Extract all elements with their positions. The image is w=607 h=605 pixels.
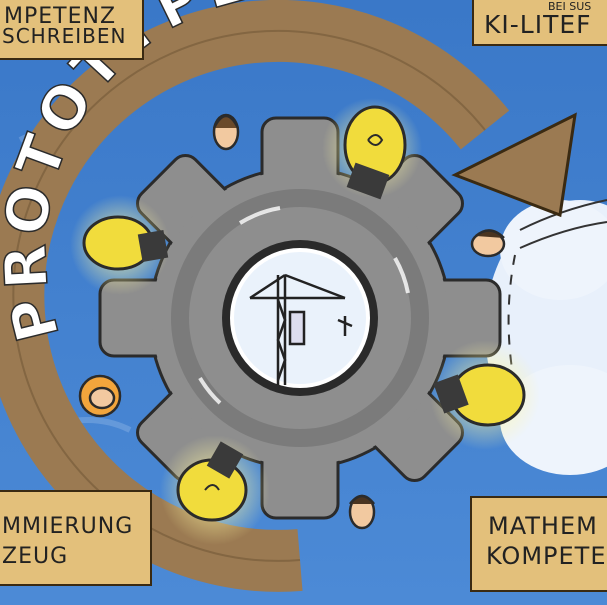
- person-face-icon-right: [470, 229, 506, 258]
- lightbulb-bottom: [160, 435, 270, 545]
- label-line: MPETENZ: [4, 4, 117, 29]
- label-box-top-left: MPETENZ SCHREIBEN: [0, 0, 144, 60]
- label-line: KOMPETE: [486, 542, 607, 570]
- label-box-top-right: BEI SUS KI-LITEF: [472, 0, 607, 46]
- label-line: KI-LITEF: [484, 10, 592, 39]
- lightbulb-left: [70, 195, 170, 295]
- label-line: ZEUG: [2, 544, 69, 569]
- label-line: MMIERUNG: [2, 514, 134, 539]
- label-small: BEI SUS: [548, 0, 592, 13]
- lightbulb-top: [322, 98, 422, 200]
- person-face-icon-bottom: [348, 494, 376, 530]
- crane-icon: [249, 273, 353, 385]
- label-line: SCHREIBEN: [2, 24, 127, 48]
- person-face-icon-left: [78, 374, 122, 418]
- person-face-icon: [212, 113, 240, 151]
- label-box-bottom-right: MATHEM KOMPETE: [470, 496, 607, 592]
- lightbulb-right: [430, 340, 540, 450]
- label-box-bottom-left: MMIERUNG ZEUG: [0, 490, 152, 586]
- label-line: MATHEM: [488, 512, 598, 540]
